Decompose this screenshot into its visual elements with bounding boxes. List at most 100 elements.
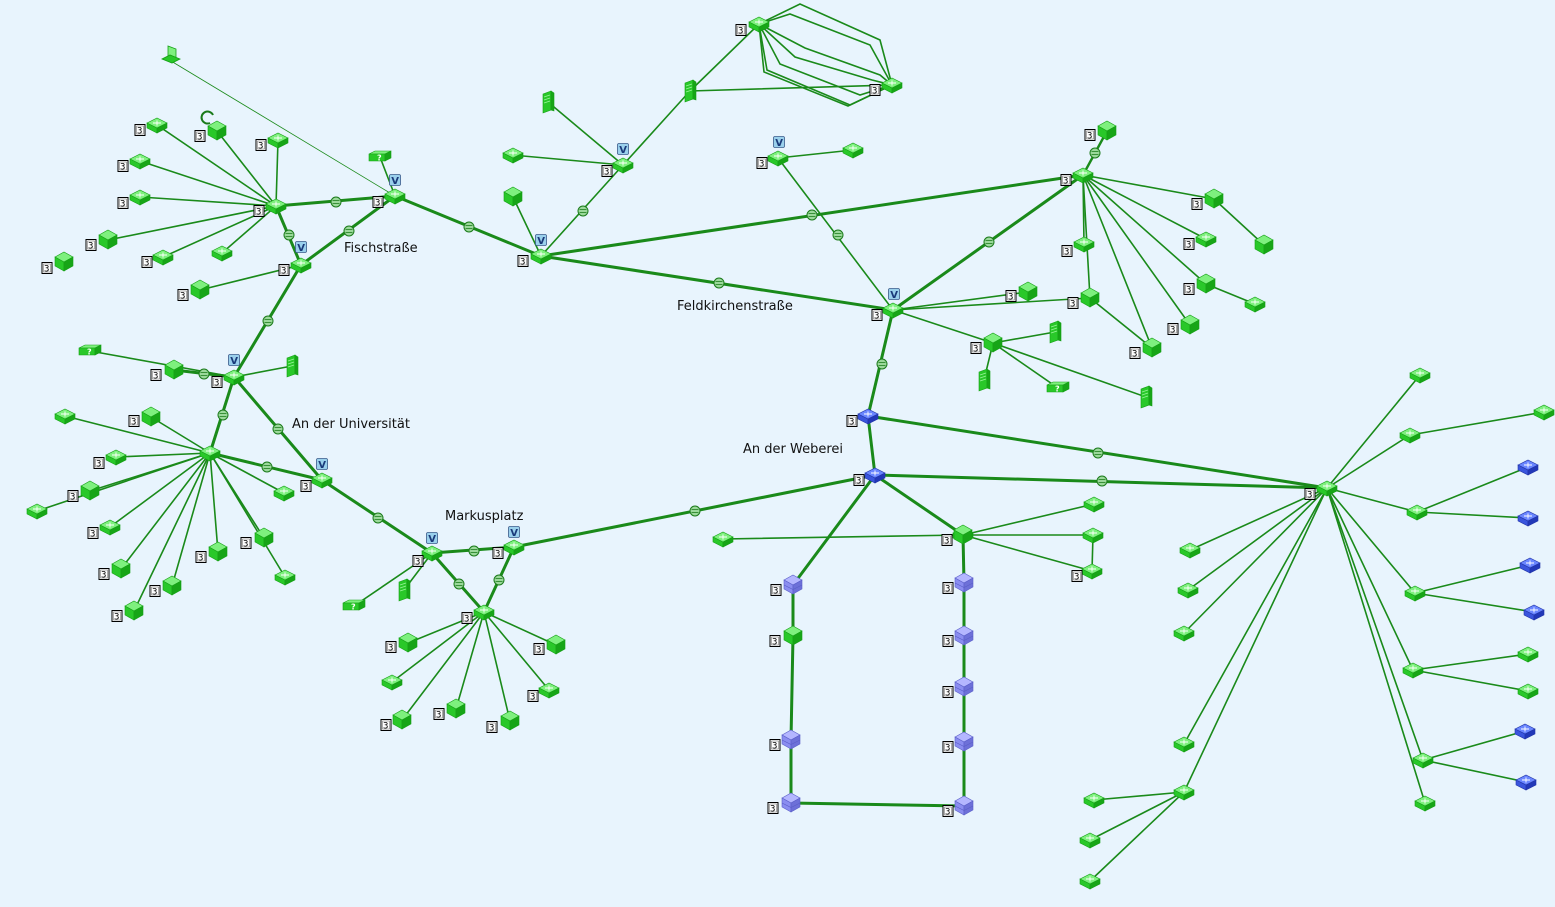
link-tap-icon[interactable] (330, 196, 342, 208)
network-link[interactable] (873, 473, 965, 537)
switch-icon[interactable] (129, 153, 151, 170)
switch-icon[interactable] (124, 600, 144, 621)
network-link[interactable] (1082, 174, 1091, 299)
network-link[interactable] (1326, 434, 1411, 489)
unknown-device-icon[interactable] (342, 599, 366, 612)
stacked-switch-icon[interactable] (781, 792, 801, 813)
switch-icon[interactable] (1173, 736, 1195, 753)
switch-icon[interactable] (530, 248, 552, 265)
link-tap-icon[interactable] (468, 545, 480, 557)
switch-icon[interactable] (612, 157, 634, 174)
switch-icon[interactable] (712, 531, 734, 548)
network-link[interactable] (1093, 791, 1185, 801)
switch-icon[interactable] (1142, 337, 1162, 358)
switch-icon[interactable] (1195, 231, 1217, 248)
switch-icon[interactable] (1073, 236, 1095, 253)
network-link[interactable] (992, 342, 1147, 398)
network-link[interactable] (789, 801, 966, 808)
server-icon[interactable] (542, 90, 555, 114)
network-link[interactable] (216, 130, 277, 207)
network-link[interactable] (1326, 487, 1426, 804)
server-icon[interactable] (978, 368, 991, 392)
network-link[interactable] (1082, 174, 1153, 349)
network-link[interactable] (1414, 564, 1531, 594)
network-link[interactable] (170, 60, 396, 197)
network-link[interactable] (758, 23, 893, 86)
network-link[interactable] (758, 3, 893, 86)
switch-icon[interactable] (1080, 287, 1100, 308)
link-tap-icon[interactable] (272, 423, 284, 435)
switch-icon[interactable] (141, 406, 161, 427)
network-link[interactable] (992, 331, 1056, 344)
switch-icon[interactable] (502, 147, 524, 164)
link-tap-icon[interactable] (983, 236, 995, 248)
link-tap-icon[interactable] (217, 409, 229, 421)
network-link[interactable] (1082, 174, 1207, 285)
network-link[interactable] (209, 452, 219, 553)
link-tap-icon[interactable] (713, 277, 725, 289)
switch-icon[interactable] (54, 408, 76, 425)
link-tap-icon[interactable] (689, 505, 701, 517)
network-link[interactable] (1412, 653, 1529, 671)
switch-icon[interactable] (767, 150, 789, 167)
link-tap-icon[interactable] (577, 205, 589, 217)
switch-icon[interactable] (1079, 873, 1101, 890)
router-icon[interactable] (1519, 557, 1541, 574)
switch-icon[interactable] (503, 539, 525, 556)
network-link[interactable] (209, 452, 285, 494)
unknown-device-icon[interactable] (1046, 381, 1070, 394)
switch-icon[interactable] (1409, 367, 1431, 384)
switch-icon[interactable] (211, 245, 233, 262)
link-tap-icon[interactable] (343, 225, 355, 237)
switch-icon[interactable] (1517, 646, 1539, 663)
network-link[interactable] (1409, 411, 1545, 436)
link-tap-icon[interactable] (283, 229, 295, 241)
stacked-switch-icon[interactable] (954, 625, 974, 646)
switch-icon[interactable] (26, 503, 48, 520)
switch-icon[interactable] (98, 229, 118, 250)
router-icon[interactable] (1517, 510, 1539, 527)
network-link[interactable] (1189, 487, 1328, 551)
network-link[interactable] (401, 611, 485, 721)
network-link[interactable] (758, 13, 893, 86)
network-link[interactable] (1183, 487, 1328, 793)
switch-icon[interactable] (208, 541, 228, 562)
network-link[interactable] (1183, 487, 1328, 634)
switch-icon[interactable] (398, 632, 418, 653)
switch-icon[interactable] (1082, 527, 1104, 544)
network-link[interactable] (139, 196, 277, 207)
switch-icon[interactable] (546, 634, 566, 655)
link-tap-icon[interactable] (876, 358, 888, 370)
network-link[interactable] (622, 90, 691, 166)
network-link[interactable] (221, 205, 277, 254)
switch-icon[interactable] (1079, 832, 1101, 849)
switch-icon[interactable] (146, 117, 168, 134)
network-link[interactable] (483, 611, 511, 722)
network-link[interactable] (1187, 487, 1328, 591)
network-link[interactable] (791, 473, 877, 587)
network-link[interactable] (1089, 791, 1185, 841)
network-link[interactable] (1326, 487, 1414, 671)
switch-icon[interactable] (105, 449, 127, 466)
switch-icon[interactable] (1414, 795, 1436, 812)
link-tap-icon[interactable] (806, 209, 818, 221)
switch-icon[interactable] (1412, 752, 1434, 769)
network-link[interactable] (1082, 174, 1191, 326)
link-tap-icon[interactable] (1092, 447, 1104, 459)
network-link[interactable] (512, 196, 542, 257)
network-link[interactable] (1416, 466, 1529, 513)
network-link[interactable] (275, 139, 279, 207)
network-link[interactable] (64, 415, 211, 454)
switch-icon[interactable] (1083, 496, 1105, 513)
network-link[interactable] (866, 414, 877, 477)
server-icon[interactable] (1140, 385, 1153, 409)
network-link[interactable] (1412, 669, 1529, 692)
network-link[interactable] (156, 124, 277, 207)
network-link[interactable] (133, 452, 211, 612)
switch-icon[interactable] (207, 120, 227, 141)
link-tap-icon[interactable] (493, 574, 505, 586)
switch-icon[interactable] (1081, 563, 1103, 580)
network-link[interactable] (1422, 759, 1527, 783)
network-link[interactable] (992, 342, 1059, 389)
network-link[interactable] (1089, 297, 1153, 349)
